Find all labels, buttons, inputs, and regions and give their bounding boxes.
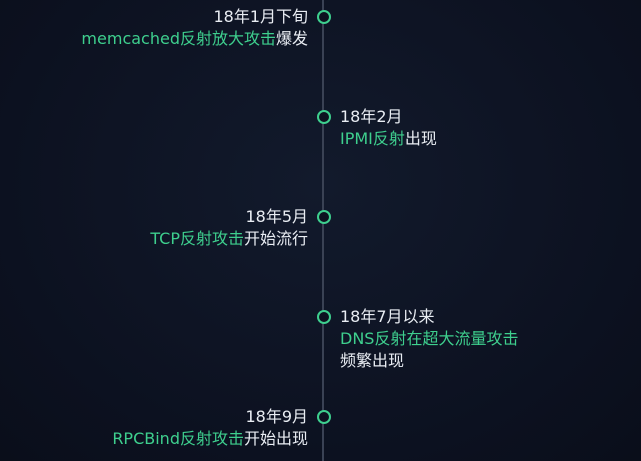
- event-highlight: TCP反射攻击: [150, 229, 244, 248]
- event-extra: 频繁出现: [340, 351, 405, 370]
- timeline-event-3: 18年5月 TCP反射攻击开始流行: [150, 206, 308, 250]
- timeline-node-5: [317, 410, 331, 424]
- event-text: 出现: [404, 129, 437, 148]
- event-description: RPCBind反射攻击开始出现: [112, 428, 308, 450]
- timeline-node-4: [317, 310, 331, 324]
- event-date: 18年9月: [245, 407, 308, 426]
- event-date: 18年7月以来: [340, 307, 435, 326]
- event-description: DNS反射在超大流量攻击: [340, 328, 518, 350]
- event-description: memcached反射放大攻击爆发: [81, 28, 308, 50]
- event-description: IPMI反射出现: [340, 128, 437, 150]
- timeline-node-3: [317, 210, 331, 224]
- timeline-node-1: [317, 10, 331, 24]
- event-highlight: memcached反射放大攻击: [81, 29, 276, 48]
- timeline-axis: [322, 0, 324, 461]
- timeline-event-4: 18年7月以来 DNS反射在超大流量攻击 频繁出现: [340, 306, 518, 372]
- event-highlight: RPCBind反射攻击: [112, 429, 244, 448]
- event-date: 18年2月: [340, 107, 403, 126]
- event-text: 爆发: [275, 29, 308, 48]
- event-highlight: IPMI反射: [340, 129, 405, 148]
- event-text: 开始流行: [243, 229, 308, 248]
- event-text: 开始出现: [243, 429, 308, 448]
- timeline-event-2: 18年2月 IPMI反射出现: [340, 106, 437, 150]
- event-highlight: DNS反射在超大流量攻击: [340, 329, 519, 348]
- timeline-event-5: 18年9月 RPCBind反射攻击开始出现: [112, 406, 308, 450]
- event-description: TCP反射攻击开始流行: [150, 228, 308, 250]
- timeline-node-2: [317, 110, 331, 124]
- timeline-event-1: 18年1月下旬 memcached反射放大攻击爆发: [81, 6, 308, 50]
- event-date: 18年5月: [245, 207, 308, 226]
- event-date: 18年1月下旬: [213, 7, 308, 26]
